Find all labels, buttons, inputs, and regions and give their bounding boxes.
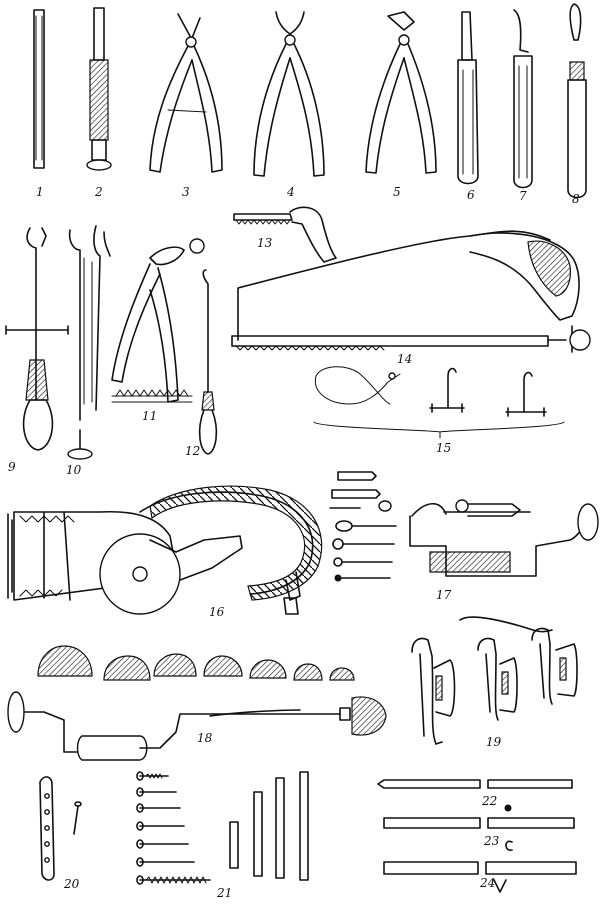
label-7: 7 (519, 189, 527, 203)
hand-drill-icon (329, 471, 599, 582)
intramedullary-rod-24-icon (383, 861, 577, 893)
label-3: 3 (182, 185, 190, 199)
bone-forceps-icon (253, 11, 325, 177)
label-13: 13 (257, 236, 273, 250)
cranial-brace-icon (7, 691, 387, 761)
hacksaw-icon (231, 230, 591, 353)
raspatory-icon (567, 3, 587, 199)
retractors-icon (411, 616, 578, 745)
label-4: 4 (286, 185, 295, 199)
cranial-burrs-icon (37, 645, 355, 681)
double-hook-clamp-icon (67, 225, 111, 460)
label-8: 8 (572, 192, 580, 206)
label-12: 12 (185, 444, 200, 458)
label-19: 19 (486, 735, 502, 749)
gigli-saw-icon (313, 366, 565, 439)
bone-hook-icon (198, 269, 218, 455)
label-20: 20 (63, 877, 80, 891)
curved-elevator-icon (513, 9, 533, 189)
label-10: 10 (66, 463, 82, 477)
bone-plates-icon (229, 771, 309, 881)
bone-screws-icon (136, 771, 211, 885)
label-23: 23 (483, 834, 500, 848)
elevator-icon (457, 11, 479, 185)
rongeur-icon (365, 11, 437, 174)
chisel-icon (33, 9, 45, 169)
bone-clamp-icon (5, 227, 69, 451)
label-9: 9 (8, 460, 16, 474)
intramedullary-rod-22-icon (377, 779, 573, 812)
label-22: 22 (481, 794, 497, 808)
label-21: 21 (216, 886, 232, 900)
label-6: 6 (467, 188, 475, 202)
label-5: 5 (393, 185, 401, 199)
label-18: 18 (197, 731, 213, 745)
label-11: 11 (142, 409, 157, 423)
saw-forceps-icon (111, 238, 205, 403)
bone-nippers-icon (149, 13, 223, 173)
intramedullary-rod-23-icon (383, 817, 575, 851)
label-2: 2 (94, 185, 103, 199)
label-1: 1 (36, 185, 44, 199)
electric-saw-icon (7, 485, 323, 615)
label-15: 15 (436, 441, 451, 455)
keyhole-saw-icon (233, 206, 337, 263)
label-14: 14 (397, 352, 412, 366)
osteotome-icon (86, 7, 112, 171)
bone-plate-icon (39, 776, 82, 881)
label-24: 24 (479, 876, 495, 890)
label-16: 16 (209, 605, 225, 619)
label-17: 17 (436, 588, 452, 602)
